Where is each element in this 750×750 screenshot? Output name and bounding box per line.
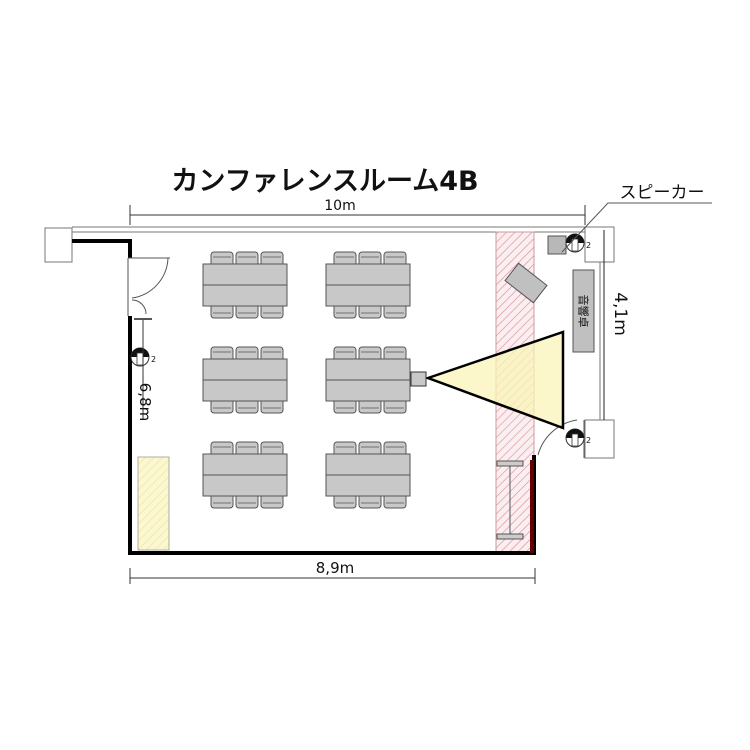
room-title: カンファレンスルーム4B — [171, 166, 478, 197]
dimension-right-label: 4,1m — [610, 292, 630, 336]
speaker-label: スピーカー — [620, 183, 705, 203]
speaker-icon: 2 — [565, 233, 591, 253]
audio-desk: 音響卓 — [572, 269, 595, 353]
dimension-top: 10m — [129, 198, 586, 225]
dimension-bottom-label: 8,9m — [316, 559, 354, 577]
podium — [504, 262, 548, 304]
table-group-1 — [203, 252, 287, 318]
speaker-icon: 2 — [130, 347, 156, 367]
dimension-top-label: 10m — [324, 198, 355, 214]
dimension-left-label: 6,8m — [136, 383, 154, 421]
svg-text:2: 2 — [586, 436, 591, 445]
svg-text:2: 2 — [151, 355, 156, 364]
table-group-4 — [326, 347, 410, 413]
table-group-2 — [326, 252, 410, 318]
projector-icon — [410, 371, 427, 387]
door[interactable] — [127, 257, 170, 316]
projection-area — [424, 330, 565, 430]
svg-text:2: 2 — [586, 241, 591, 250]
storage-area — [137, 456, 170, 551]
table-group-3 — [203, 347, 287, 413]
table-group-5 — [203, 442, 287, 508]
dimension-right: 4,1m — [610, 292, 630, 336]
dimension-bottom: 8,9m — [129, 559, 536, 584]
outer-wall — [44, 226, 615, 459]
whiteboard-stand — [496, 460, 524, 540]
audio-desk-label: 音響卓 — [577, 295, 591, 328]
speaker-icon: 2 — [565, 428, 591, 448]
speaker-callout: スピーカー — [561, 183, 712, 253]
table-group-6 — [326, 442, 410, 508]
wall-post — [530, 460, 534, 553]
dimension-left: 6,8m — [134, 318, 154, 421]
